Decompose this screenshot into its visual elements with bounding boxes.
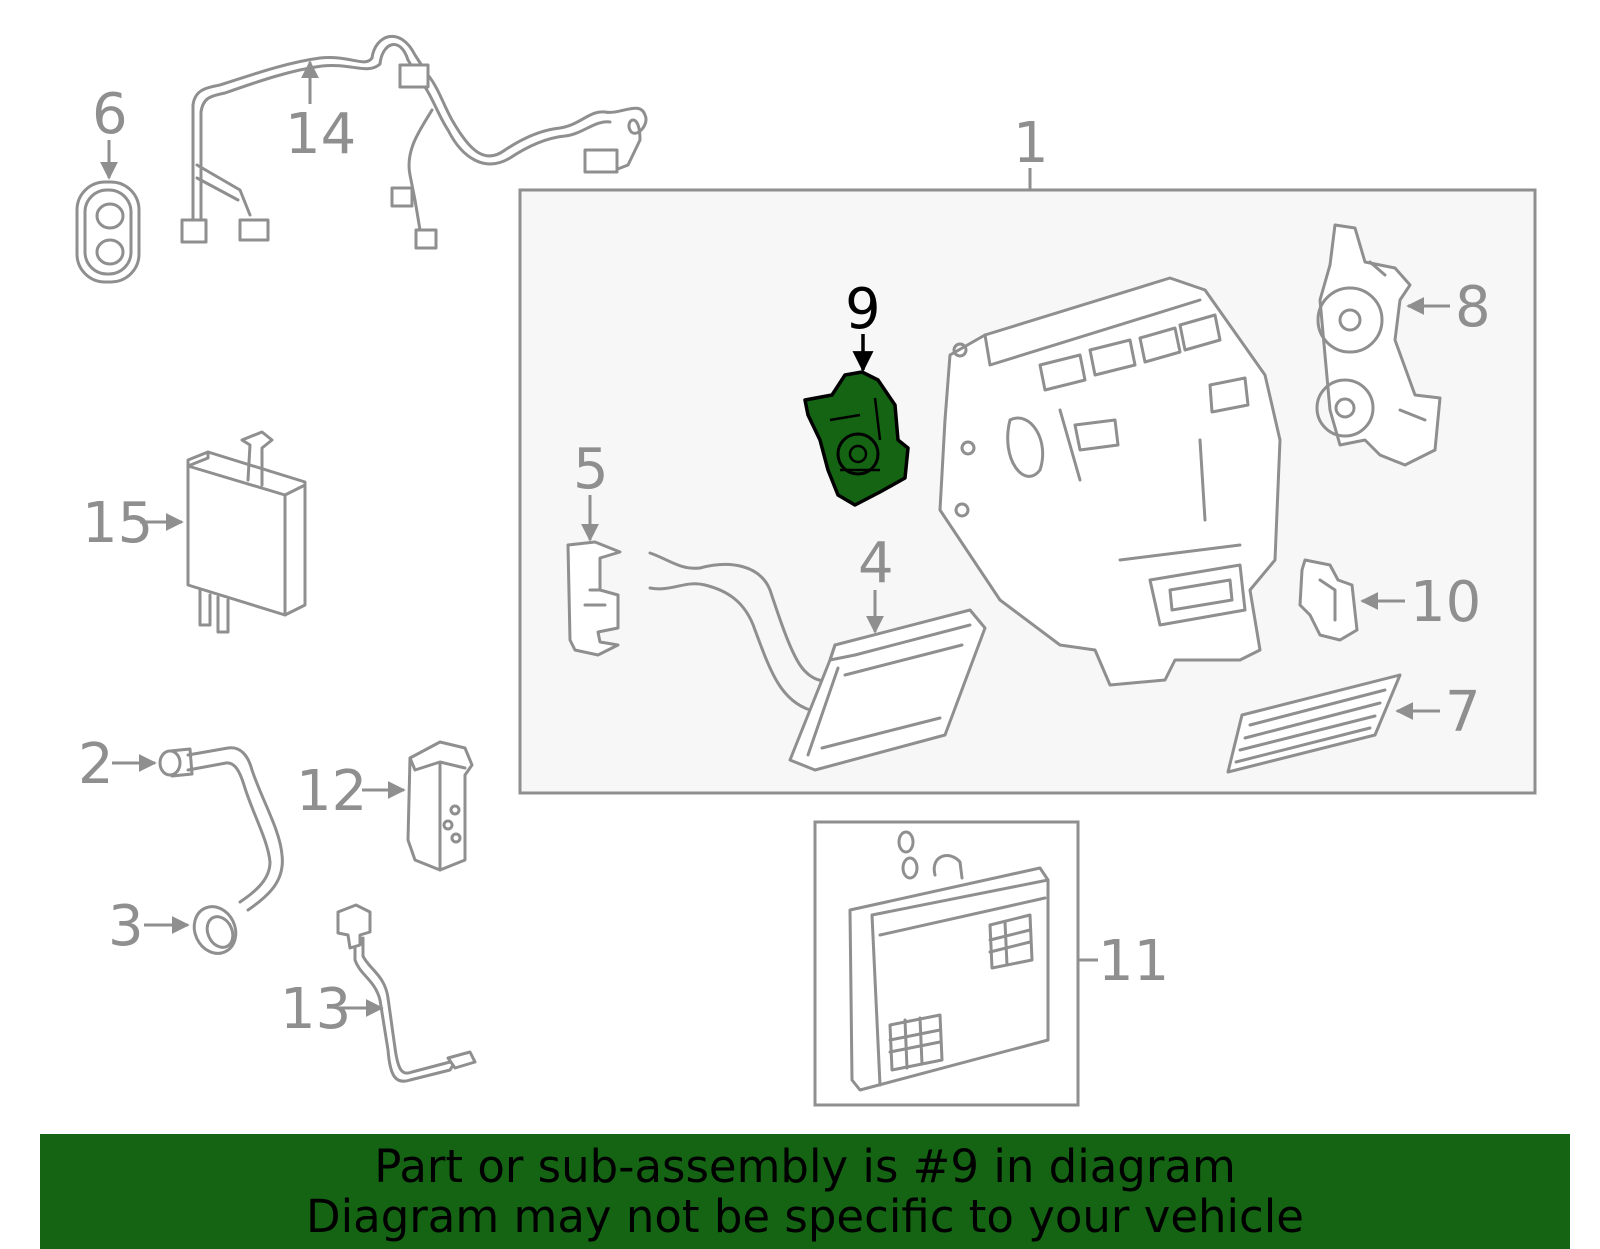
banner-line-1: Part or sub-assembly is #9 in diagram xyxy=(374,1140,1236,1193)
label-7: 7 xyxy=(1445,680,1481,745)
info-banner: Part or sub-assembly is #9 in diagram Di… xyxy=(40,1134,1570,1249)
label-2: 2 xyxy=(78,732,114,797)
part-11-evaporator xyxy=(848,830,1050,1092)
part-10-bracket xyxy=(1298,558,1359,642)
label-1: 1 xyxy=(1013,111,1049,176)
part-7-filter xyxy=(1226,673,1402,774)
label-12: 12 xyxy=(296,759,367,824)
part-6-grommet xyxy=(75,180,141,284)
part-3-grommet xyxy=(192,905,238,955)
label-6: 6 xyxy=(92,82,128,147)
part-2-pipe xyxy=(158,746,284,912)
part-12-expansion-valve xyxy=(406,740,474,872)
label-3: 3 xyxy=(108,894,144,959)
part-8-motor-assembly xyxy=(1315,223,1442,467)
label-8: 8 xyxy=(1455,275,1491,340)
label-13: 13 xyxy=(280,977,351,1042)
label-5: 5 xyxy=(573,437,609,502)
part-4-heater-core xyxy=(648,551,987,772)
banner-line-2: Diagram may not be specific to your vehi… xyxy=(306,1190,1304,1243)
label-9: 9 xyxy=(845,277,881,342)
part-9-actuator[interactable] xyxy=(803,370,910,507)
label-14: 14 xyxy=(285,102,356,167)
part-15-control-module xyxy=(186,430,307,634)
label-15: 15 xyxy=(82,491,153,556)
label-10: 10 xyxy=(1410,570,1481,635)
part-14-wire-harness xyxy=(180,34,648,250)
heater-case xyxy=(938,276,1282,687)
part-5-clip xyxy=(566,540,622,657)
label-4: 4 xyxy=(858,531,894,596)
label-11: 11 xyxy=(1098,929,1169,994)
part-13-sensor xyxy=(336,903,477,1083)
